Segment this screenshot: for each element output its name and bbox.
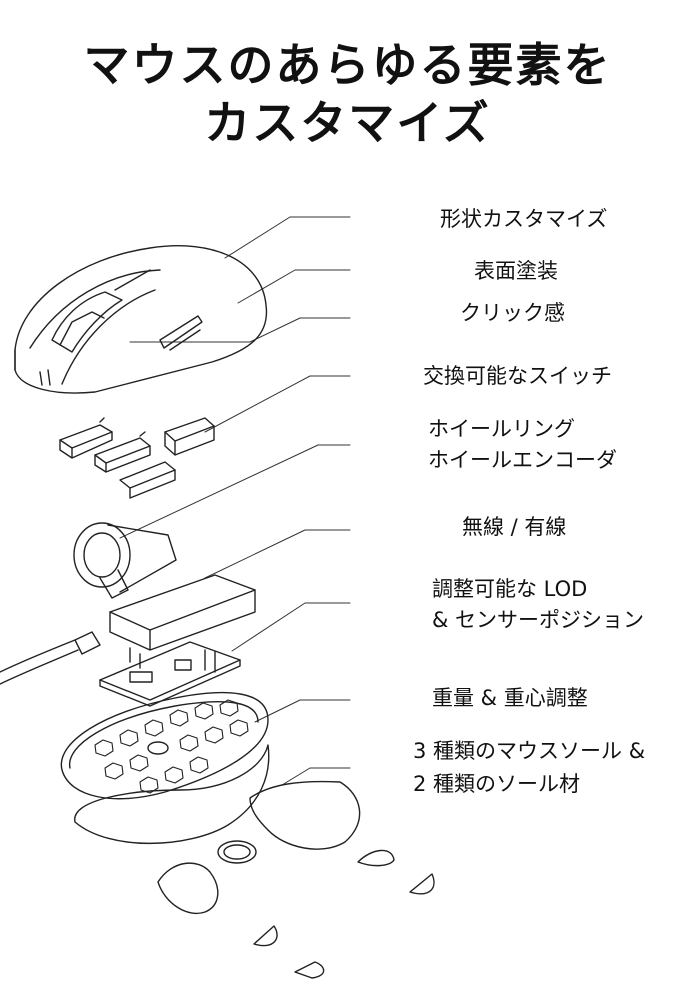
feature-label-three-skates: 3 種類のマウスソール &: [413, 739, 646, 763]
leader-lines: [119, 216, 351, 786]
feature-label-weight-balance: 重量 & 重心調整: [432, 686, 588, 710]
bottom-shell: [60, 691, 269, 800]
scroll-wheel: [73, 522, 177, 599]
pcb: [99, 641, 241, 707]
sensor-ring: [217, 840, 257, 864]
usb-cable: [0, 631, 101, 685]
title-line-2: カスタマイズ: [204, 96, 491, 150]
mouse-skate-right: [249, 780, 361, 850]
feature-label-surface-coating: 表面塗装: [474, 259, 558, 283]
feature-label-wireless-wired: 無線 / 有線: [462, 515, 567, 539]
feature-label-two-skate-materials: 2 種類のソール材: [413, 772, 581, 796]
feature-label-wheel-ring: ホイールリング: [428, 417, 575, 441]
feature-label-swappable-switches: 交換可能なスイッチ: [423, 364, 612, 388]
feature-label-sensor-position: & センサーポジション: [432, 608, 645, 632]
title-line-1: マウスのあらゆる要素を: [83, 38, 612, 92]
mouse-skate-large: [74, 744, 270, 845]
battery: [109, 574, 256, 669]
feature-label-shape-customize: 形状カスタマイズ: [440, 207, 608, 231]
mouse-top-shell: [14, 245, 268, 394]
feature-label-wheel-encoder: ホイールエンコーダ: [428, 448, 617, 472]
mouse-skates-small: [157, 849, 435, 979]
feature-label-click-feel: クリック感: [460, 301, 565, 325]
feature-label-adjustable-lod: 調整可能な LOD: [432, 577, 588, 601]
switches: [59, 417, 215, 499]
